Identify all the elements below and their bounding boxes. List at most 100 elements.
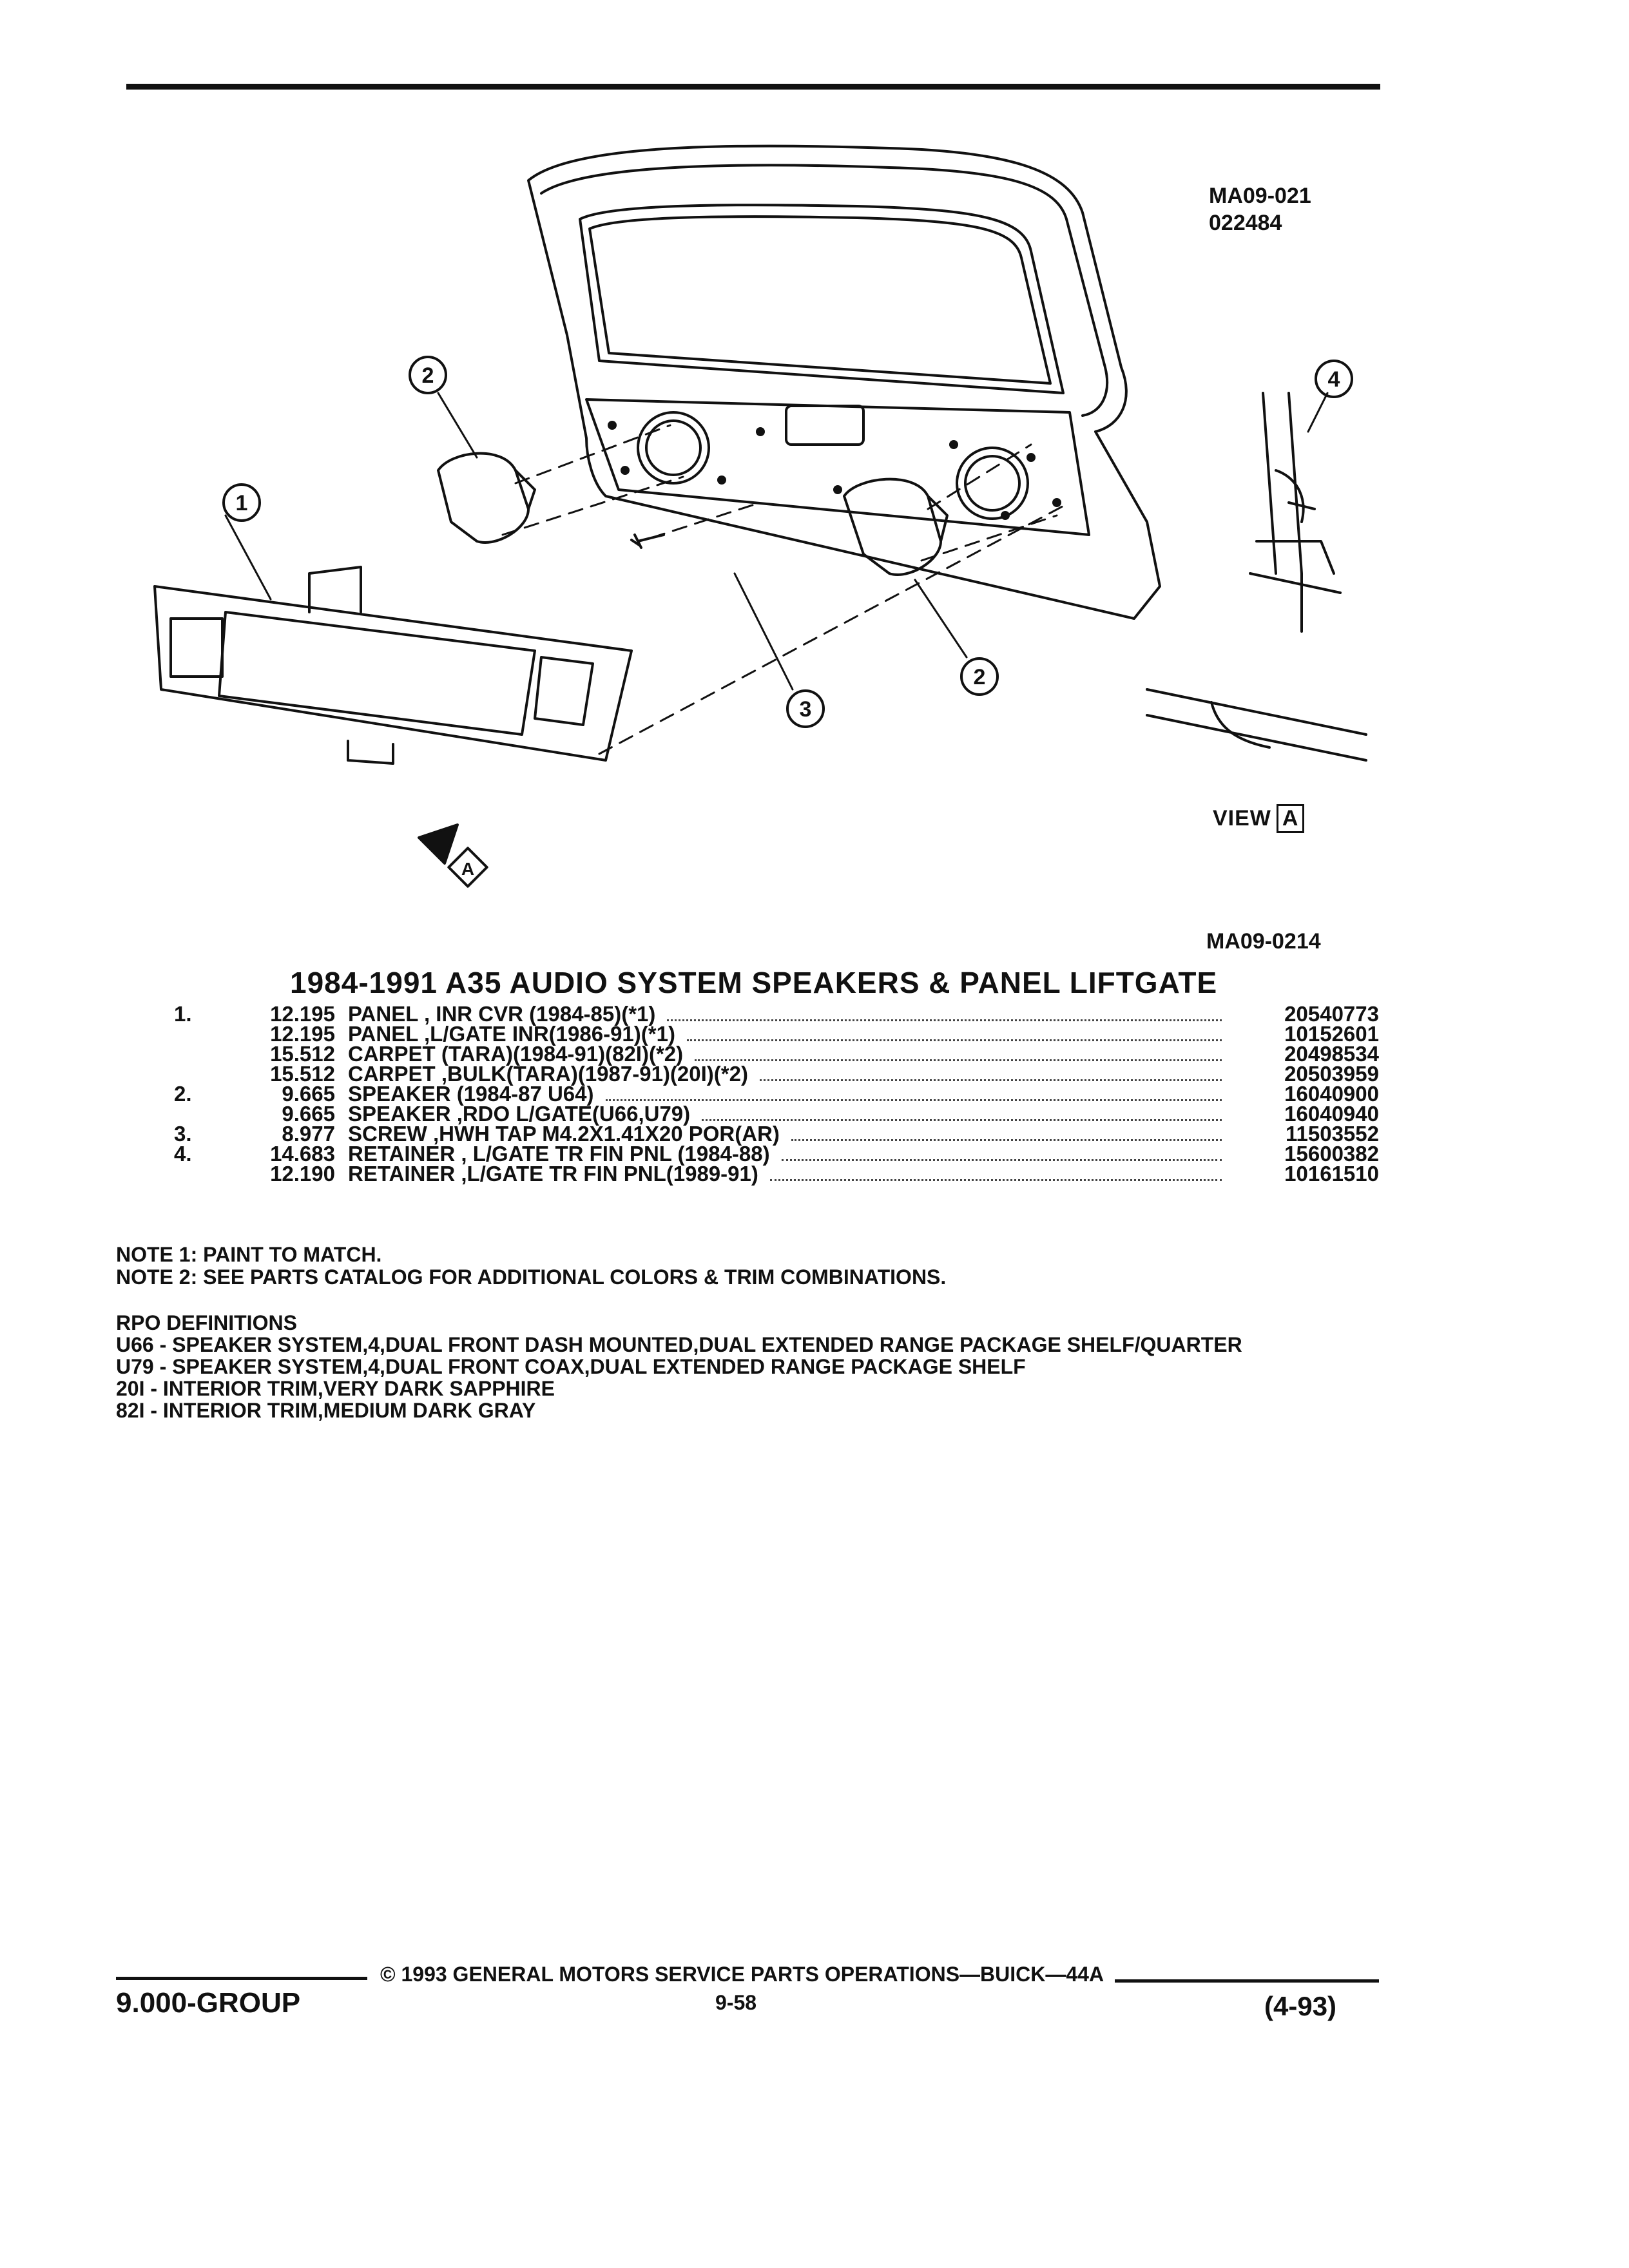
callout-1-circle <box>222 483 261 522</box>
part-leader-dots <box>702 1119 1222 1121</box>
part-leader-dots <box>791 1139 1222 1141</box>
callout-3-circle <box>786 689 825 728</box>
callout-4-label: 4 <box>1328 367 1340 392</box>
speaker-hole-right <box>956 447 1029 520</box>
part-leader-dots <box>781 1159 1222 1161</box>
window-opening <box>579 204 1065 394</box>
view-a-sill <box>1146 688 1367 762</box>
part-quantity: 12.195 <box>270 1022 335 1046</box>
part-number: 10152601 <box>1284 1022 1379 1046</box>
view-label-letter: A <box>1276 804 1305 833</box>
part-index: 3. <box>174 1122 192 1146</box>
page-title: 1984-1991 A35 AUDIO SYSTEM SPEAKERS & PA… <box>290 966 1218 999</box>
drawing-id-top: MA09-021 022484 <box>1209 182 1311 236</box>
part-leader-dots <box>769 1179 1222 1181</box>
part-row: 12.190 RETAINER ,L/GATE TR FIN PNL(1989-… <box>174 1162 1379 1186</box>
rpo-item: U79 - SPEAKER SYSTEM,4,DUAL FRONT COAX,D… <box>116 1355 1026 1378</box>
part-quantity: 14.683 <box>270 1142 335 1166</box>
part-leader-dots <box>605 1099 1222 1101</box>
window-opening-inner <box>588 215 1052 385</box>
part-quantity: 8.977 <box>282 1122 335 1146</box>
part-description: PANEL ,L/GATE INR(1986-91)(*1) <box>348 1022 675 1046</box>
part-description: SPEAKER ,RDO L/GATE(U66,U79) <box>348 1102 691 1126</box>
view-label-text: VIEW <box>1213 806 1271 831</box>
footer-group: 9.000-GROUP <box>116 1987 301 2019</box>
rpo-definitions: RPO DEFINITIONS U66 - SPEAKER SYSTEM,4,D… <box>116 1312 1242 1421</box>
speaker-left-magnet <box>514 469 536 510</box>
lamp-left <box>169 617 224 678</box>
part-number: 20503959 <box>1284 1062 1379 1086</box>
part-row: 1. 12.195 PANEL , INR CVR (1984-85)(*1) … <box>174 1002 1379 1026</box>
part-row: 12.195 PANEL ,L/GATE INR(1986-91)(*1) 10… <box>174 1022 1379 1046</box>
footer-rule-left <box>116 1977 367 1980</box>
view-arrow-shape <box>418 823 459 865</box>
view-a-retainer <box>1275 469 1316 523</box>
panel-clip-top <box>308 566 362 613</box>
rpo-item: 82I - INTERIOR TRIM,MEDIUM DARK GRAY <box>116 1399 536 1422</box>
speaker-left <box>437 452 530 544</box>
part-number: 11503552 <box>1285 1122 1379 1146</box>
part-quantity: 15.512 <box>270 1042 335 1066</box>
speaker-hole-left <box>637 411 710 485</box>
callout-2-circle-left <box>409 356 447 394</box>
view-arrow-letter: A <box>461 859 474 879</box>
part-index: 2. <box>174 1082 192 1106</box>
part-description: RETAINER ,L/GATE TR FIN PNL(1989-91) <box>348 1162 758 1186</box>
view-arrow-box <box>447 847 488 888</box>
drawing-id-bottom: MA09-0214 <box>1206 929 1321 954</box>
rpo-heading: RPO DEFINITIONS <box>116 1311 297 1334</box>
callout-2-label-right: 2 <box>974 665 986 689</box>
notes-section: NOTE 1: PAINT TO MATCH. NOTE 2: SEE PART… <box>116 1244 946 1289</box>
part-row: 9.665 SPEAKER ,RDO L/GATE(U66,U79) 16040… <box>174 1102 1379 1126</box>
latch-bracket <box>785 405 865 446</box>
part-leader-dots <box>759 1079 1222 1081</box>
speaker-right <box>843 477 942 576</box>
part-description: RETAINER , L/GATE TR FIN PNL (1984-88) <box>348 1142 770 1166</box>
callout-4-circle <box>1315 360 1353 398</box>
part-description: CARPET ,BULK(TARA)(1987-91)(20I)(*2) <box>348 1062 748 1086</box>
part-leader-dots <box>667 1019 1222 1021</box>
exploded-parts-illustration: 1 2 2 3 4 A <box>153 144 1367 888</box>
callout-2-circle-right <box>960 657 999 696</box>
part-description: PANEL , INR CVR (1984-85)(*1) <box>348 1002 656 1026</box>
part-description: SPEAKER (1984-87 U64) <box>348 1082 594 1106</box>
part-quantity: 15.512 <box>270 1062 335 1086</box>
assembly-lines <box>501 424 1071 755</box>
speaker-hole-right-inner <box>964 455 1021 512</box>
part-leader-dots <box>686 1039 1222 1041</box>
part-quantity: 12.190 <box>270 1162 335 1186</box>
screw <box>630 533 665 549</box>
part-number: 16040900 <box>1284 1082 1379 1106</box>
part-number: 20540773 <box>1284 1002 1379 1026</box>
callout-circles <box>222 356 1353 728</box>
top-rule <box>126 84 1380 90</box>
footer-rule-right <box>1115 1979 1379 1983</box>
part-description: CARPET (TARA)(1984-91)(82I)(*2) <box>348 1042 684 1066</box>
leader-lines <box>224 392 1329 691</box>
footer-copyright: © 1993 GENERAL MOTORS SERVICE PARTS OPER… <box>380 1963 1104 1986</box>
part-number: 10161510 <box>1284 1162 1379 1186</box>
part-quantity: 9.665 <box>282 1082 335 1106</box>
part-description: SCREW ,HWH TAP M4.2X1.41X20 POR(AR) <box>348 1122 780 1146</box>
liftgate-frame-inner <box>540 164 1109 417</box>
part-leader-dots <box>695 1059 1222 1061</box>
part-number: 16040940 <box>1284 1102 1379 1126</box>
part-row: 15.512 CARPET (TARA)(1984-91)(82I)(*2) 2… <box>174 1042 1379 1066</box>
callout-3-label: 3 <box>800 697 812 722</box>
part-number: 15600382 <box>1284 1142 1379 1166</box>
part-row: 4. 14.683 RETAINER , L/GATE TR FIN PNL (… <box>174 1142 1379 1166</box>
part-row: 15.512 CARPET ,BULK(TARA)(1987-91)(20I)(… <box>174 1062 1379 1086</box>
rpo-item: 20I - INTERIOR TRIM,VERY DARK SAPPHIRE <box>116 1377 555 1400</box>
footer-date: (4-93) <box>1264 1991 1337 2021</box>
view-a-detail <box>1249 392 1342 633</box>
footer-page-number: 9-58 <box>715 1991 757 2014</box>
part-row: 3. 8.977 SCREW ,HWH TAP M4.2X1.41X20 POR… <box>174 1122 1379 1146</box>
liftgate-frame <box>527 144 1161 620</box>
drawing-id-top-line1: MA09-021 <box>1209 184 1311 208</box>
parts-list: 1. 12.195 PANEL , INR CVR (1984-85)(*1) … <box>174 1002 1379 1186</box>
panel-clip-bottom <box>347 740 394 765</box>
inner-cover-panel <box>153 585 633 762</box>
note-1: NOTE 1: PAINT TO MATCH. <box>116 1243 382 1266</box>
callout-1-label: 1 <box>236 491 248 515</box>
